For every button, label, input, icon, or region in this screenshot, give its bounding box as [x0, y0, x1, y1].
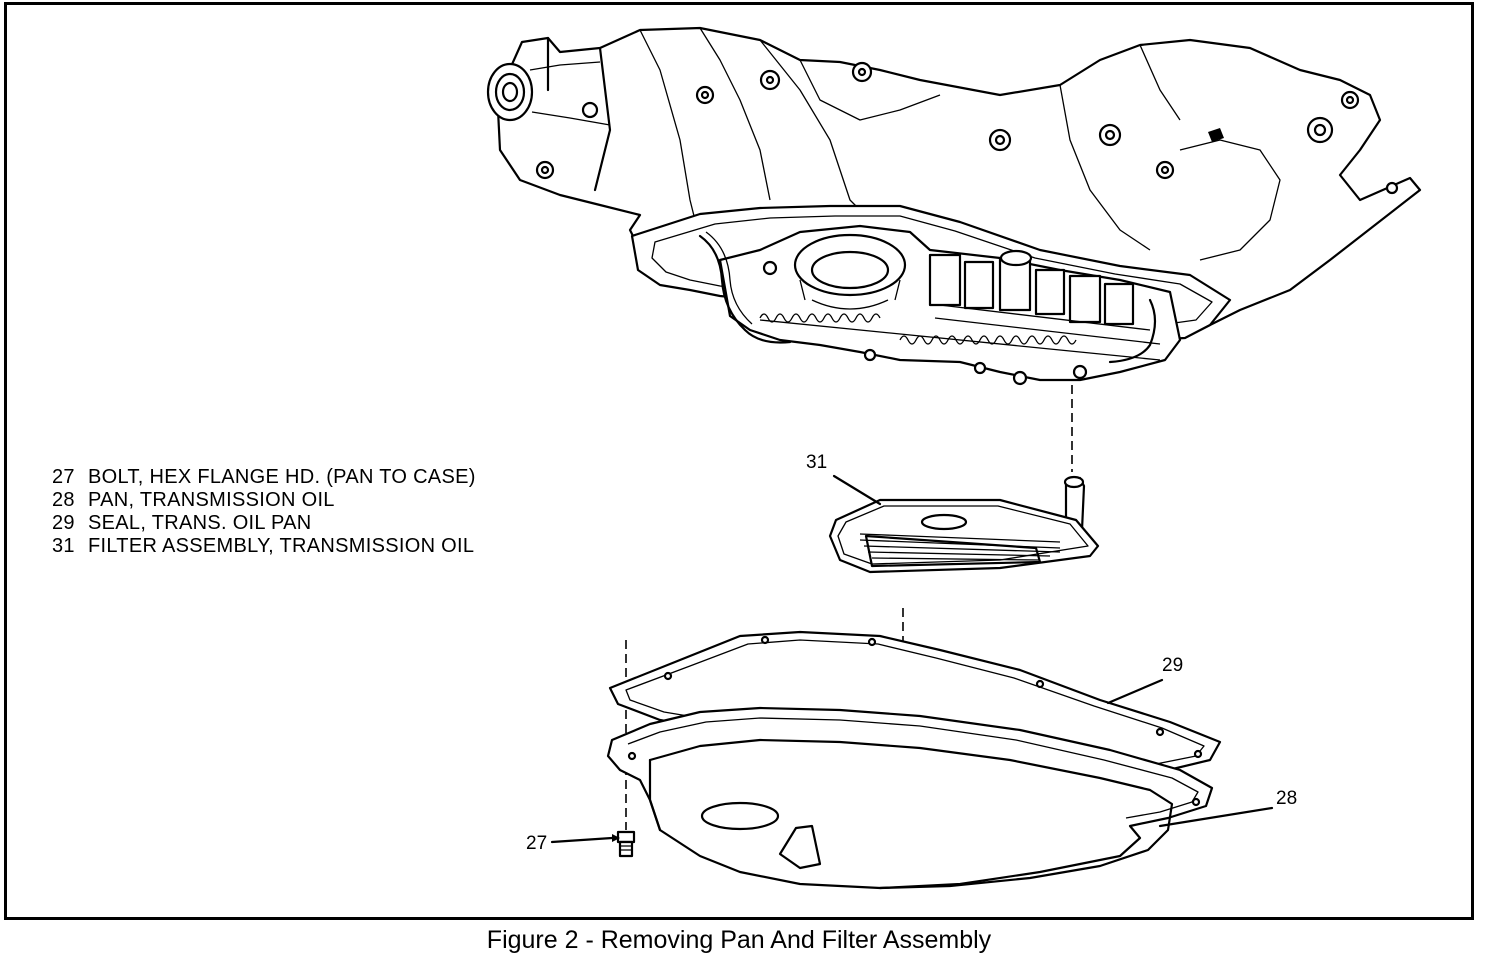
oil-pan [606, 706, 1214, 890]
legend-number: 31 [52, 535, 75, 557]
legend-text: FILTER ASSEMBLY, TRANSMISSION OIL [88, 535, 475, 557]
leader-29 [1106, 678, 1164, 705]
legend-number: 28 [52, 489, 75, 511]
legend-text: SEAL, TRANS. OIL PAN [88, 512, 312, 534]
legend-row: 29 SEAL, TRANS. OIL PAN [52, 512, 476, 535]
legend-row: 28 PAN, TRANSMISSION OIL [52, 489, 476, 512]
legend-number: 27 [52, 466, 75, 488]
legend-number: 29 [52, 512, 75, 534]
callout-31: 31 [806, 452, 828, 473]
figure-frame [4, 2, 1474, 920]
figure-caption: Figure 2 - Removing Pan And Filter Assem… [486, 926, 992, 954]
parts-legend: 27 BOLT, HEX FLANGE HD. (PAN TO CASE) 28 P… [52, 466, 476, 558]
callout-29: 29 [1162, 655, 1184, 676]
leader-31 [832, 474, 882, 506]
callout-28: 28 [1276, 788, 1298, 809]
leader-27 [550, 836, 614, 844]
transmission-case [486, 26, 1422, 386]
pan-bolt [616, 830, 636, 858]
legend-text: PAN, TRANSMISSION OIL [88, 489, 335, 511]
callout-27: 27 [526, 833, 548, 854]
filter-assembly [828, 475, 1100, 574]
legend-text: BOLT, HEX FLANGE HD. (PAN TO CASE) [88, 466, 476, 488]
legend-row: 31 FILTER ASSEMBLY, TRANSMISSION OIL [52, 535, 476, 558]
legend-row: 27 BOLT, HEX FLANGE HD. (PAN TO CASE) [52, 466, 476, 489]
leader-28 [1158, 806, 1274, 828]
